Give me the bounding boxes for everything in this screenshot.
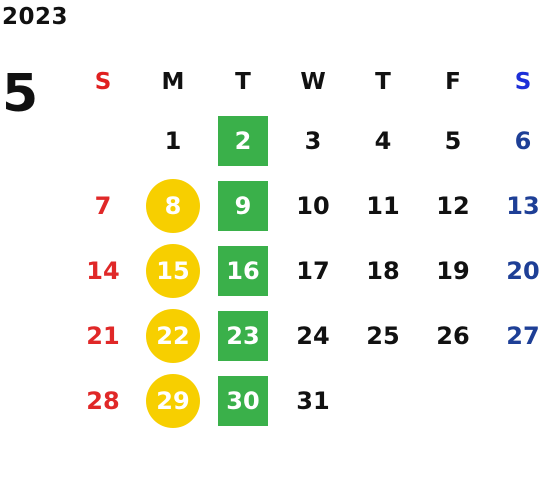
day-cell-25[interactable]: 25 (348, 303, 418, 368)
week-row: 1 2 3 4 5 6 (68, 108, 548, 173)
day-cell-24[interactable]: 24 (278, 303, 348, 368)
day-number: 27 (506, 321, 540, 350)
day-number: 14 (86, 256, 120, 285)
day-number: 30 (226, 386, 260, 415)
day-cell-17[interactable]: 17 (278, 238, 348, 303)
empty-day-cell (488, 368, 548, 433)
day-cell-29[interactable]: 29 (138, 368, 208, 433)
year-label: 2023 (2, 4, 69, 30)
day-cell-26[interactable]: 26 (418, 303, 488, 368)
day-number: 15 (156, 256, 190, 285)
weekday-header-sun: S (94, 69, 112, 95)
day-number: 11 (366, 191, 400, 220)
day-cell-15[interactable]: 15 (138, 238, 208, 303)
week-row: 7 8 9 10 11 12 13 (68, 173, 548, 238)
weekday-header-mon: M (161, 69, 185, 95)
day-cell-6[interactable]: 6 (488, 108, 548, 173)
month-number: 5 (2, 64, 39, 124)
day-cell-21[interactable]: 21 (68, 303, 138, 368)
day-number: 20 (506, 256, 540, 285)
day-cell-19[interactable]: 19 (418, 238, 488, 303)
day-number: 25 (366, 321, 400, 350)
day-number: 17 (296, 256, 330, 285)
day-number: 8 (164, 191, 182, 220)
day-number: 29 (156, 386, 190, 415)
day-number: 3 (304, 126, 322, 155)
day-cell-20[interactable]: 20 (488, 238, 548, 303)
empty-day-cell (418, 368, 488, 433)
day-number: 7 (94, 191, 112, 220)
day-cell-5[interactable]: 5 (418, 108, 488, 173)
day-cell-28[interactable]: 28 (68, 368, 138, 433)
day-number: 28 (86, 386, 120, 415)
day-number: 16 (226, 256, 260, 285)
weekday-header-sat: S (514, 69, 532, 95)
day-cell-12[interactable]: 12 (418, 173, 488, 238)
day-number: 24 (296, 321, 330, 350)
day-number: 6 (514, 126, 532, 155)
day-number: 12 (436, 191, 470, 220)
day-cell-16[interactable]: 16 (208, 238, 278, 303)
day-cell-13[interactable]: 13 (488, 173, 548, 238)
weekday-header-wed: W (300, 69, 326, 95)
day-cell-4[interactable]: 4 (348, 108, 418, 173)
day-number: 26 (436, 321, 470, 350)
week-row: 21 22 23 24 25 26 27 (68, 303, 548, 368)
day-cell-8[interactable]: 8 (138, 173, 208, 238)
empty-day-cell (68, 108, 138, 173)
day-number: 5 (444, 126, 462, 155)
day-number: 10 (296, 191, 330, 220)
day-number: 18 (366, 256, 400, 285)
week-row: 14 15 16 17 18 19 20 (68, 238, 548, 303)
day-cell-23[interactable]: 23 (208, 303, 278, 368)
day-number: 2 (234, 126, 252, 155)
weekday-header-fri: F (445, 69, 461, 95)
weekday-header-row: S M T W T F S (68, 56, 548, 108)
day-number: 22 (156, 321, 190, 350)
day-number: 21 (86, 321, 120, 350)
day-number: 1 (164, 126, 182, 155)
day-number: 13 (506, 191, 540, 220)
day-number: 4 (374, 126, 392, 155)
day-cell-10[interactable]: 10 (278, 173, 348, 238)
day-cell-9[interactable]: 9 (208, 173, 278, 238)
week-row: 28 29 30 31 (68, 368, 548, 433)
day-cell-3[interactable]: 3 (278, 108, 348, 173)
day-cell-7[interactable]: 7 (68, 173, 138, 238)
day-cell-31[interactable]: 31 (278, 368, 348, 433)
day-number: 19 (436, 256, 470, 285)
day-cell-11[interactable]: 11 (348, 173, 418, 238)
day-cell-2[interactable]: 2 (208, 108, 278, 173)
day-number: 31 (296, 386, 330, 415)
day-cell-22[interactable]: 22 (138, 303, 208, 368)
day-cell-30[interactable]: 30 (208, 368, 278, 433)
day-cell-18[interactable]: 18 (348, 238, 418, 303)
weekday-header-tue: T (235, 69, 251, 95)
day-cell-14[interactable]: 14 (68, 238, 138, 303)
weekday-header-thu: T (375, 69, 391, 95)
day-cell-1[interactable]: 1 (138, 108, 208, 173)
empty-day-cell (348, 368, 418, 433)
day-number: 23 (226, 321, 260, 350)
day-cell-27[interactable]: 27 (488, 303, 548, 368)
day-number: 9 (234, 191, 252, 220)
